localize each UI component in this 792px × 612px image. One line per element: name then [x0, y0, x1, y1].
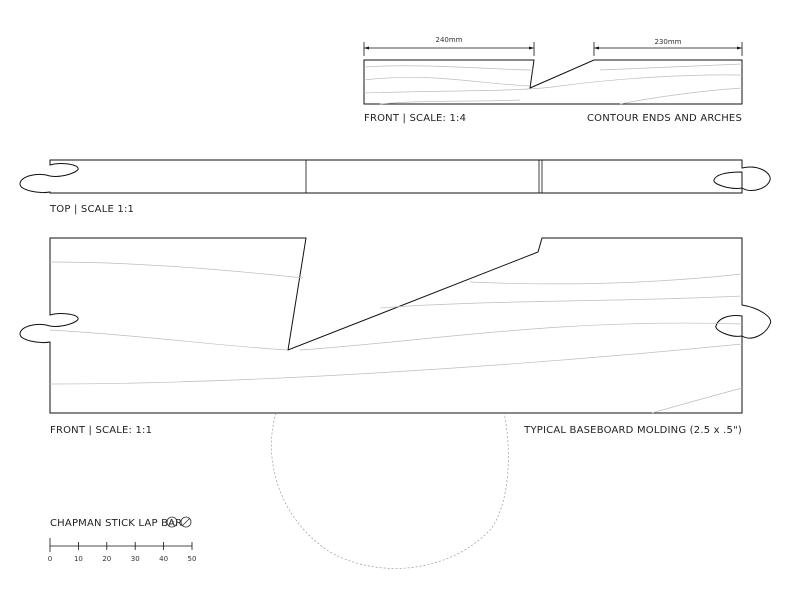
scale-bar: 0 10 20 30 40 50 — [48, 538, 197, 563]
scale-tick-label: 0 — [48, 555, 52, 563]
front-view-large: FRONT | SCALE: 1:1 TYPICAL BASEBOARD MOL… — [19, 237, 772, 569]
dimension-right: 230mm — [593, 38, 743, 56]
no-sign-icon — [180, 516, 192, 528]
dimension-left: 240mm — [363, 36, 535, 56]
contour-note: CONTOUR ENDS AND ARCHES — [587, 113, 742, 124]
cc-icon: cc — [166, 516, 178, 528]
dimension-left-label: 240mm — [436, 36, 463, 44]
drawing-title: CHAPMAN STICK LAP BAR — [50, 518, 182, 529]
scale-tick-label: 30 — [131, 555, 140, 563]
molding-note: TYPICAL BASEBOARD MOLDING (2.5 x .5") — [523, 425, 742, 436]
title-block: CHAPMAN STICK LAP BAR cc 0 10 20 30 40 5… — [48, 516, 197, 563]
svg-text:cc: cc — [169, 521, 175, 527]
scale-tick-label: 20 — [102, 555, 111, 563]
front-view-small: FRONT | SCALE: 1:4 CONTOUR ENDS AND ARCH… — [363, 59, 743, 124]
front-large-label: FRONT | SCALE: 1:1 — [50, 425, 152, 436]
front-small-label: FRONT | SCALE: 1:4 — [364, 113, 466, 124]
scale-tick-label: 50 — [188, 555, 197, 563]
scale-tick-label: 40 — [159, 555, 168, 563]
dimension-right-label: 230mm — [655, 38, 682, 46]
top-label: TOP | SCALE 1:1 — [49, 204, 134, 215]
top-view: TOP | SCALE 1:1 — [19, 159, 771, 215]
scale-tick-label: 10 — [74, 555, 83, 563]
